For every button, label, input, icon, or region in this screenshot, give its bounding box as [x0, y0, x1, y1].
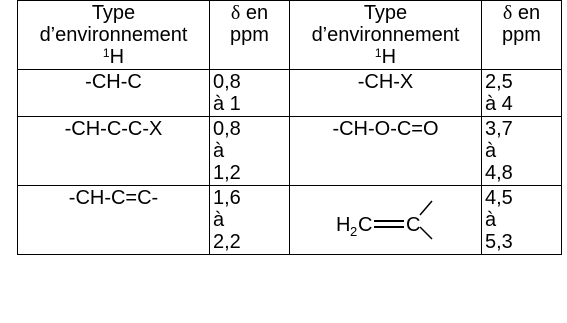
- header-type-left-nucleus: H: [109, 46, 125, 68]
- shift-value: 1,6 à 2,2: [213, 187, 241, 253]
- env-cell: -CH-X: [289, 69, 482, 117]
- structure-h-label: H: [336, 214, 350, 236]
- header-row: Type d’environnement 1H δ en ppm Type d’…: [17, 0, 562, 70]
- header-delta-left-rest: en: [240, 2, 269, 24]
- structure-c2-label: C: [406, 214, 420, 236]
- structure-c1-label: C: [358, 214, 372, 236]
- header-type-left-line2: d’environnement: [39, 24, 188, 46]
- env-cell: -CH-O-C=O: [289, 116, 482, 186]
- shift-value: 4,5 à 5,3: [485, 187, 513, 253]
- header-type-right-sup: 1: [374, 46, 382, 60]
- shift-value: 2,5 à 4: [485, 71, 513, 115]
- env-cell: -CH-C: [17, 69, 210, 117]
- shift-cell: 0,8 à 1,2: [209, 116, 290, 186]
- header-delta-left-symbol: δ: [230, 2, 241, 24]
- alkene-structure-cell: H 2 C C: [289, 185, 482, 255]
- header-delta-right-symbol: δ: [502, 2, 513, 24]
- header-type-left-line1: Type: [91, 2, 136, 24]
- upper-substituent-bond: [418, 200, 433, 216]
- shift-cell: 3,7 à 4,8: [481, 116, 562, 186]
- header-unit-left: ppm: [230, 24, 269, 46]
- alkene-structure-icon: H 2 C C: [336, 200, 433, 240]
- env-cell: -CH-C-C-X: [17, 116, 210, 186]
- shift-cell: 1,6 à 2,2: [209, 185, 290, 255]
- header-type-right-nucleus: H: [381, 46, 397, 68]
- header-type-right: Type d’environnement 1H: [289, 0, 482, 70]
- header-type-left: Type d’environnement 1H: [17, 0, 210, 70]
- header-delta-right-rest: en: [512, 2, 541, 24]
- lower-substituent-bond: [418, 226, 433, 240]
- shift-cell: 2,5 à 4: [481, 69, 562, 117]
- header-unit-right: ppm: [502, 24, 541, 46]
- header-type-left-sup: 1: [102, 46, 110, 60]
- chemical-shift-table: Type d’environnement 1H δ en ppm Type d’…: [17, 0, 562, 255]
- shift-value: 0,8 à 1: [213, 71, 241, 115]
- table-row: -CH-C-C-X 0,8 à 1,2 -CH-O-C=O 3,7 à 4,8: [17, 116, 562, 186]
- shift-cell: 4,5 à 5,3: [481, 185, 562, 255]
- structure-subscript-label: 2: [350, 224, 357, 239]
- shift-cell: 0,8 à 1: [209, 69, 290, 117]
- header-shift-left: δ en ppm: [209, 0, 290, 70]
- table-row: -CH-C 0,8 à 1 -CH-X 2,5 à 4: [17, 69, 562, 117]
- shift-value: 3,7 à 4,8: [485, 118, 513, 184]
- header-type-right-line1: Type: [363, 2, 408, 24]
- shift-value: 0,8 à 1,2: [213, 118, 241, 184]
- env-cell: -CH-C=C-: [17, 185, 210, 255]
- table-row: -CH-C=C- 1,6 à 2,2 H 2 C C 4,5 à 5,3: [17, 185, 562, 255]
- header-shift-right: δ en ppm: [481, 0, 562, 70]
- header-type-right-line2: d’environnement: [311, 24, 460, 46]
